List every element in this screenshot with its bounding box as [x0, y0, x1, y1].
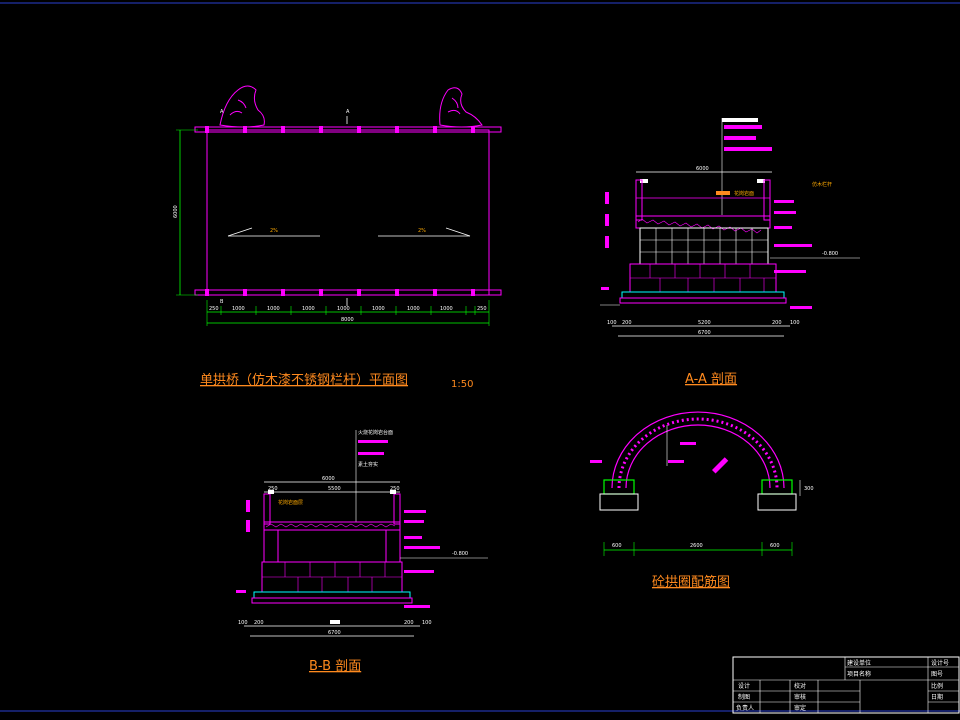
section-bb-foundation	[253, 591, 411, 599]
section-bb-note-bottom: 素土夯实	[358, 461, 378, 468]
section-bb-mid-2: 250	[390, 486, 400, 492]
section-bb-mid-0: 250	[268, 486, 278, 492]
plan-seg-4: 1000	[337, 306, 350, 312]
plan-slope-right: 2%	[418, 228, 426, 234]
section-bb-wall-left	[263, 529, 279, 563]
title-block: 建设单位 设计号 项目名称 图号 设计 校对 比例 制图 审核 日期 负责人 审…	[732, 656, 960, 714]
plan-rock-sculpture-right	[439, 87, 483, 128]
section-bb-dim-3: 100	[422, 620, 432, 626]
plan-overall-width: 6000	[173, 205, 179, 218]
tb-checker-label: 校对	[794, 682, 806, 690]
section-aa-dim-0: 100	[607, 320, 617, 326]
section-aa-callout-left: 花岗岩面	[734, 190, 754, 197]
arch-side-dim: 300	[804, 486, 814, 492]
arch-dim-2: 600	[770, 543, 780, 549]
section-bb-rail-right	[393, 493, 401, 525]
section-bb-mid-1: 5500	[328, 486, 341, 492]
plan-scale: 1:50	[451, 379, 473, 390]
section-bb-note-mid: 花岗岩面层	[278, 499, 303, 506]
plan-section-mark-b: B	[220, 299, 224, 305]
plan-railing-top	[194, 126, 502, 133]
section-bb-top-dim: 6000	[322, 476, 335, 482]
section-bb: 火烧花岗岩台面 素土夯实 6000 250 5500 250 花岗岩面层	[236, 429, 488, 674]
tb-scale-label: 比例	[931, 682, 943, 690]
section-bb-dim-0: 100	[238, 620, 248, 626]
arch-dim-1: 2600	[690, 543, 703, 549]
plan-rock-sculpture-left	[219, 85, 265, 128]
section-aa-callout-right: 仿木栏杆	[812, 181, 832, 188]
tb-date-label: 日期	[931, 693, 943, 701]
plan-deck-outline	[206, 129, 490, 296]
section-aa: 6000 花岗岩面 仿木栏杆	[600, 118, 860, 387]
section-aa-bottom-total: 6700	[698, 330, 711, 336]
plan-seg-3: 1000	[302, 306, 315, 312]
section-bb-dim-2: 200	[404, 620, 414, 626]
section-aa-rail-right	[763, 179, 771, 221]
section-aa-title: A-A 剖面	[685, 372, 737, 387]
plan-section-mark-a-mid: A	[346, 109, 350, 115]
plan-seg-5: 1000	[372, 306, 385, 312]
plan-view: 2% 2% A A B 6000 250 1000 1000 1000 1000…	[173, 85, 502, 390]
section-bb-dim-1: 200	[254, 620, 264, 626]
tb-reviewer-label: 审核	[794, 693, 806, 701]
tb-owner-label: 建设单位	[847, 659, 871, 667]
plan-railing-bottom	[194, 289, 502, 296]
section-aa-dim-3: 200	[772, 320, 782, 326]
arch-outer-curve	[611, 411, 785, 489]
section-bb-wall-right	[385, 529, 401, 563]
plan-posts	[205, 126, 475, 296]
plan-title: 单拱桥（仿木漆不锈钢栏杆）平面图	[200, 372, 408, 388]
section-aa-dim-1: 200	[622, 320, 632, 326]
section-aa-dim-2: 5200	[698, 320, 711, 326]
section-aa-leader-tag	[722, 118, 758, 122]
arch-dim-0: 600	[612, 543, 622, 549]
plan-seg-2: 1000	[267, 306, 280, 312]
section-bb-notes	[236, 440, 440, 608]
tb-drafter-label: 制图	[738, 693, 750, 701]
plan-seg-6: 1000	[407, 306, 420, 312]
plan-overall-length: 8000	[341, 317, 354, 323]
plan-seg-0: 250	[209, 306, 219, 312]
plan-seg-1: 1000	[232, 306, 245, 312]
tb-design-no-label: 设计号	[931, 659, 949, 667]
section-bb-level: -0.800	[452, 551, 468, 557]
section-bb-note-top: 火烧花岗岩台面	[358, 429, 393, 436]
section-aa-foundation	[621, 291, 785, 299]
arch-inner-curve	[625, 424, 771, 489]
section-bb-title: B-B 剖面	[309, 659, 361, 674]
tb-designer-label: 设计	[738, 682, 750, 690]
section-aa-level: -0.800	[822, 251, 838, 257]
section-aa-notes	[601, 125, 812, 309]
plan-slope-left: 2%	[270, 228, 278, 234]
arch-title: 砼拱圈配筋图	[652, 574, 730, 590]
tb-project-label: 项目名称	[847, 670, 871, 678]
section-bb-bottom-total: 6700	[328, 630, 341, 636]
section-bb-deck	[263, 521, 401, 531]
plan-seg-7: 1000	[440, 306, 453, 312]
section-aa-dim-4: 100	[790, 320, 800, 326]
section-bb-rail-left	[263, 493, 271, 525]
tb-lead-label: 负责人	[736, 704, 754, 712]
plan-seg-8: 250	[477, 306, 487, 312]
section-aa-rail-left	[635, 179, 643, 221]
tb-drawing-no-label: 图号	[931, 671, 943, 678]
tb-approver-label: 审定	[794, 704, 806, 712]
section-aa-deck	[635, 215, 771, 229]
arch-rebar-ring	[617, 417, 779, 489]
plan-section-mark-a-left: A	[220, 109, 224, 115]
arch-rebar-detail: 300 600 2600 600 砼拱圈配筋图	[590, 411, 814, 590]
section-aa-top-dim: 6000	[696, 166, 709, 172]
